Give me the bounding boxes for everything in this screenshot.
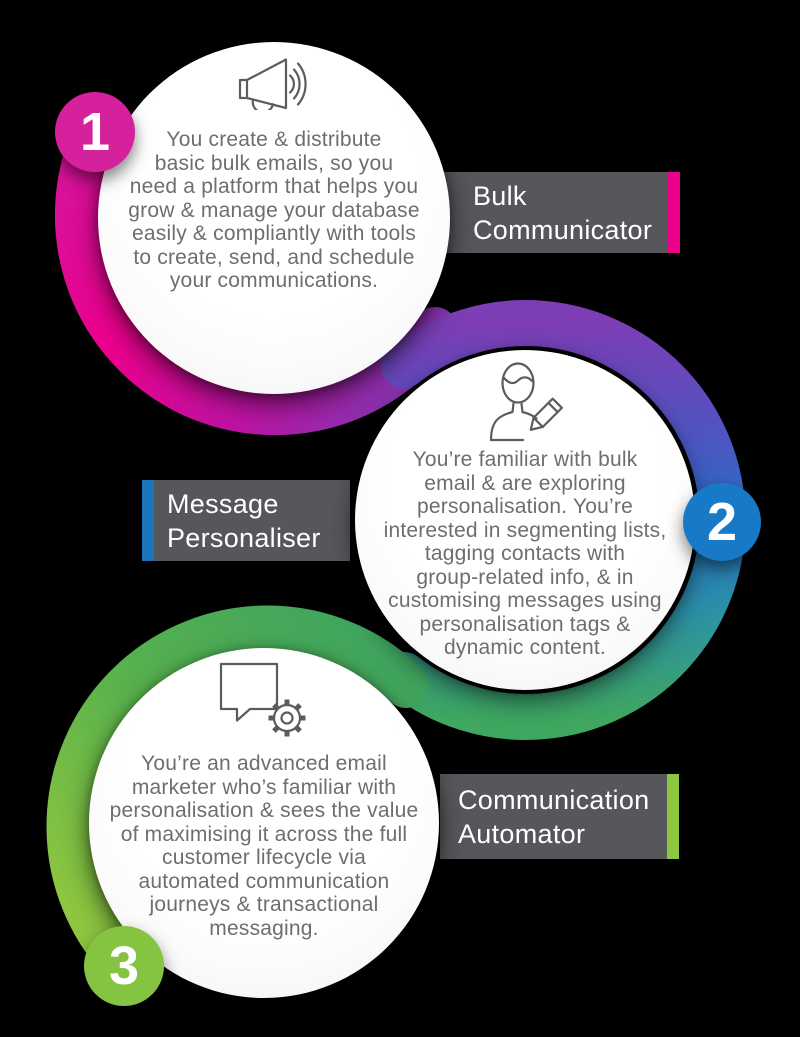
ribbon-segment-1 bbox=[54, 96, 458, 436]
step-number-badge-2: 2 bbox=[683, 483, 761, 561]
step-number: 2 bbox=[706, 492, 738, 552]
label-accent-bar bbox=[668, 172, 680, 253]
label-accent-bar bbox=[142, 480, 154, 561]
label-text: Message Personaliser bbox=[167, 488, 321, 553]
step-number: 3 bbox=[108, 936, 140, 996]
step-label-communication-automator: Communication Automator bbox=[440, 774, 679, 859]
step-circle-1: You create & distribute basic bulk email… bbox=[98, 42, 450, 394]
step-label-message-personaliser: Message Personaliser bbox=[142, 480, 350, 561]
label-accent-bar bbox=[667, 774, 679, 859]
label-text: Communication Automator bbox=[458, 784, 650, 849]
megaphone-icon bbox=[238, 58, 307, 110]
label-text: Bulk Communicator bbox=[473, 180, 653, 245]
step-number-badge-3: 3 bbox=[84, 926, 164, 1006]
step-description: You create & distribute basic bulk email… bbox=[128, 128, 420, 292]
step-description: You’re familiar with bulk email & are ex… bbox=[383, 448, 667, 659]
step-label-bulk-communicator: Bulk Communicator bbox=[440, 172, 680, 253]
label-plate: Message Personaliser bbox=[154, 480, 350, 561]
step-circle-2: You’re familiar with bulk email & are ex… bbox=[355, 350, 695, 690]
speech-bubble-gear-icon bbox=[219, 662, 306, 737]
ribbon-segment-3 bbox=[46, 605, 429, 991]
step-description: You’re an advanced email marketer who’s … bbox=[109, 752, 419, 940]
step-number-badge-1: 1 bbox=[55, 92, 135, 172]
label-plate: Bulk Communicator bbox=[440, 172, 668, 253]
person-pencil-icon bbox=[489, 362, 563, 442]
step-number: 1 bbox=[79, 102, 111, 162]
label-plate: Communication Automator bbox=[440, 774, 667, 859]
